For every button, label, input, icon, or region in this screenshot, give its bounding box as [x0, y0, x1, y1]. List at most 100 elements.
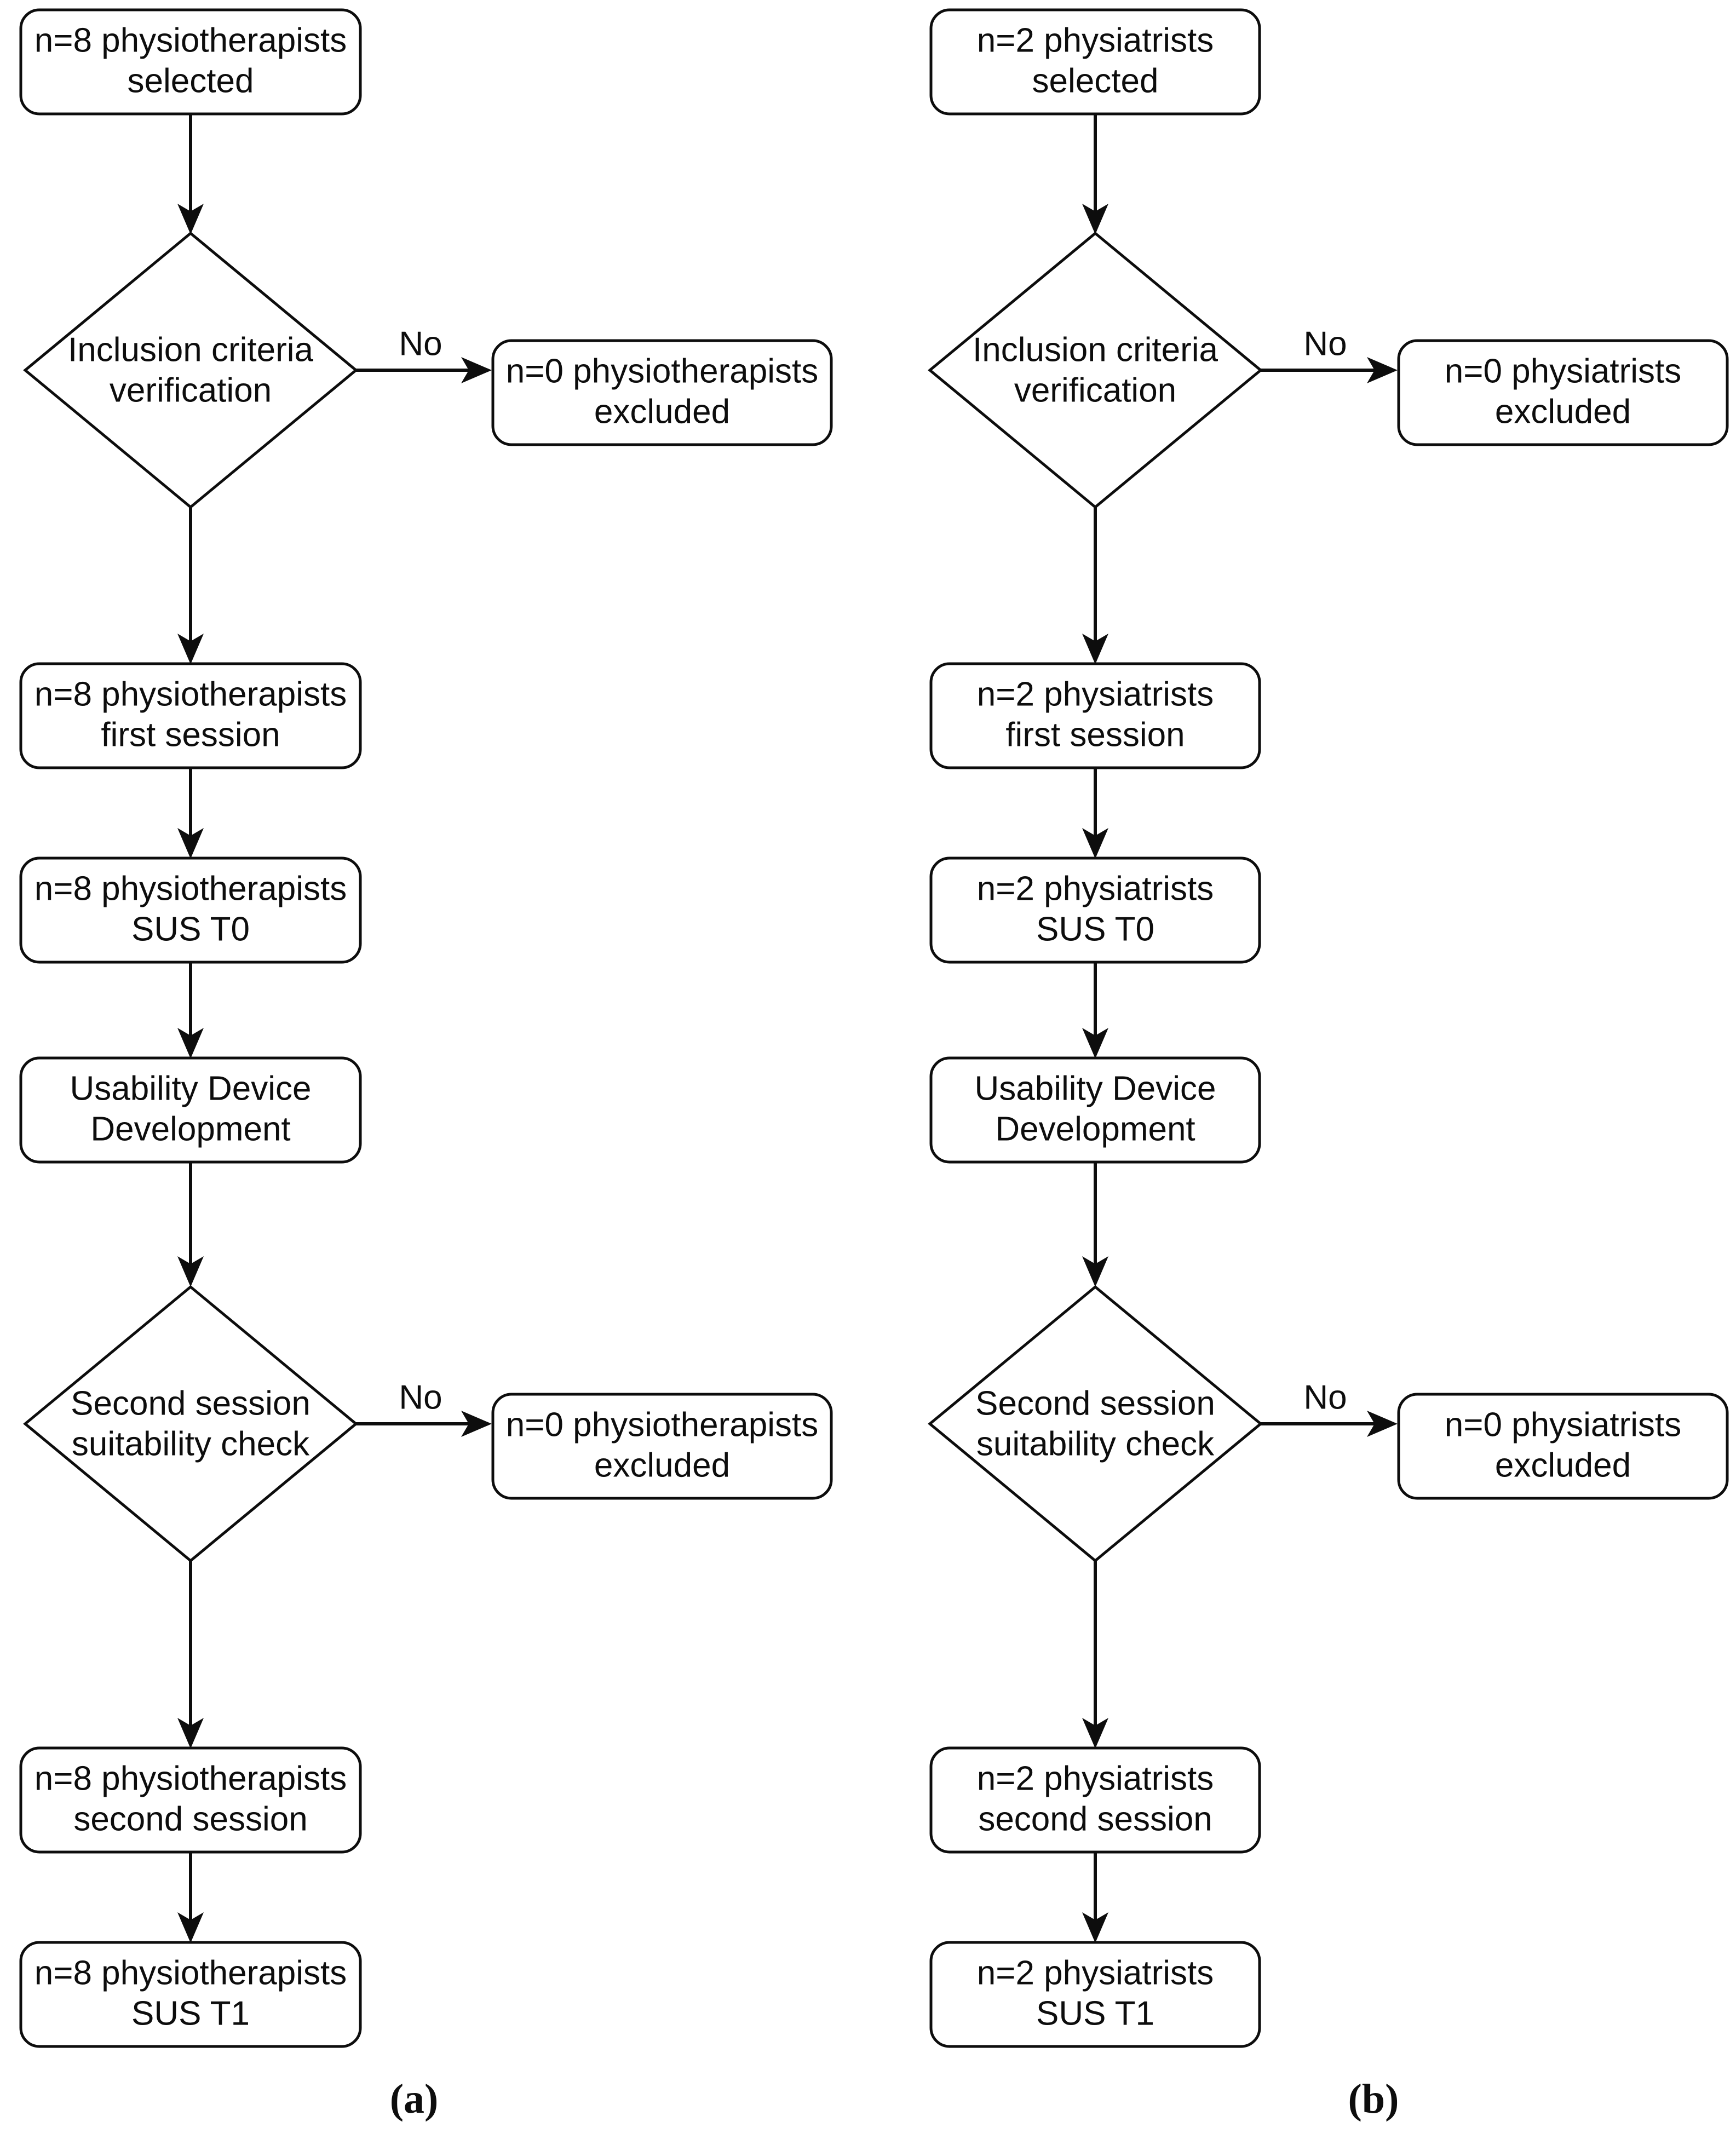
node-decision2-a: Second session suitability check: [23, 1285, 358, 1563]
arrowhead-first-session-to-sus-t0-b: [1082, 828, 1108, 859]
node-decision1-a-line1: Inclusion criteria: [68, 331, 313, 369]
node-sus-t0-a: n=8 physiotherapists SUS T0: [19, 856, 362, 964]
node-first-session-b-shape: [929, 662, 1261, 769]
node-development-a-shape: [19, 1056, 362, 1164]
arrowhead-decision2-to-second-session-b: [1082, 1718, 1108, 1749]
node-start-a-line1: n=8 physiotherapists: [35, 21, 347, 59]
node-development-b: Usability Device Development: [929, 1056, 1261, 1164]
node-decision2-b-line1: Second session: [975, 1384, 1215, 1422]
node-second-session-a: n=8 physiotherapists second session: [19, 1746, 362, 1854]
node-excluded2-a-line2: excluded: [594, 1446, 730, 1484]
node-sus-t0-a-line1: n=8 physiotherapists: [35, 870, 347, 907]
node-start-b-line2: selected: [1032, 62, 1159, 100]
node-decision2-a-line2: suitability check: [72, 1425, 310, 1463]
node-excluded2-b: n=0 physiatrists excluded: [1397, 1393, 1729, 1500]
node-excluded1-b: n=0 physiatrists excluded: [1397, 339, 1729, 446]
node-development-a-line1: Usability Device: [70, 1070, 311, 1107]
arrowhead-decision1-to-first-session: [177, 634, 204, 664]
node-first-session-a-line1: n=8 physiotherapists: [35, 675, 347, 713]
node-start-a: n=8 physiotherapists selected: [19, 8, 362, 116]
node-development-a: Usability Device Development: [19, 1056, 362, 1164]
panel-a-edges: [177, 112, 492, 1943]
node-first-session-b-line2: first session: [1005, 716, 1185, 754]
node-second-session-b: n=2 physiatrists second session: [929, 1746, 1261, 1854]
node-second-session-a-shape: [19, 1746, 362, 1854]
arrowhead-decision2-to-excluded2: [461, 1411, 492, 1437]
node-first-session-a-line2: first session: [101, 716, 280, 754]
node-development-b-line2: Development: [995, 1110, 1195, 1148]
arrowhead-decision2-to-second-session: [177, 1718, 204, 1749]
arrowhead-sus-t0-to-development: [177, 1028, 204, 1059]
node-first-session-a-shape: [19, 662, 362, 769]
arrowhead-decision1-to-excluded1-b: [1367, 357, 1398, 383]
edge-label-decision1-no-a: No: [399, 325, 442, 363]
edge-label-decision2-no-a: No: [399, 1378, 442, 1416]
node-excluded1-a: n=0 physiotherapists excluded: [491, 339, 833, 446]
node-excluded1-a-shape: [491, 339, 833, 446]
node-start-a-shape: [19, 8, 362, 116]
node-excluded1-b-shape: [1397, 339, 1729, 446]
node-excluded2-b-line2: excluded: [1495, 1446, 1631, 1484]
subfigure-caption-b: (b): [1348, 2076, 1399, 2122]
node-sus-t1-b-line1: n=2 physiatrists: [977, 1954, 1214, 1992]
node-decision2-a-line1: Second session: [71, 1384, 311, 1422]
subfigure-caption-a: (a): [389, 2076, 439, 2122]
node-decision1-a: Inclusion criteria verification: [23, 231, 358, 509]
arrowhead-decision1-to-first-session-b: [1082, 634, 1108, 664]
arrowhead-sus-t0-to-development-b: [1082, 1028, 1108, 1059]
node-first-session-a: n=8 physiotherapists first session: [19, 662, 362, 769]
panel-b: n=2 physiatrists selected Inclusion crit…: [928, 8, 1729, 2048]
node-second-session-b-shape: [929, 1746, 1261, 1854]
node-second-session-b-line1: n=2 physiatrists: [977, 1760, 1214, 1797]
node-excluded1-b-line1: n=0 physiatrists: [1445, 352, 1682, 390]
node-decision2-b-shape: [928, 1285, 1263, 1563]
panel-b-edges: [1082, 112, 1398, 1943]
node-first-session-b-line1: n=2 physiatrists: [977, 675, 1214, 713]
node-decision1-a-line2: verification: [110, 371, 272, 409]
arrowhead-start-to-decision1: [177, 204, 204, 234]
node-excluded2-a-line1: n=0 physiotherapists: [506, 1406, 818, 1444]
node-sus-t1-a-shape: [19, 1941, 362, 2048]
node-start-b: n=2 physiatrists selected: [929, 8, 1261, 116]
arrowhead-development-to-decision2: [177, 1256, 204, 1287]
arrowhead-second-session-to-sus-t1-b: [1082, 1912, 1108, 1943]
edge-label-decision2-no-b: No: [1303, 1378, 1347, 1416]
node-excluded1-b-line2: excluded: [1495, 393, 1631, 430]
node-decision1-b-line1: Inclusion criteria: [973, 331, 1218, 369]
node-sus-t1-b-shape: [929, 1941, 1261, 2048]
arrowhead-development-to-decision2-b: [1082, 1256, 1108, 1287]
node-excluded1-a-line2: excluded: [594, 393, 730, 430]
arrowhead-start-to-decision1-b: [1082, 204, 1108, 234]
node-second-session-b-line2: second session: [978, 1800, 1212, 1838]
node-decision2-b: Second session suitability check: [928, 1285, 1263, 1563]
node-excluded1-a-line1: n=0 physiotherapists: [506, 352, 818, 390]
node-development-b-shape: [929, 1056, 1261, 1164]
arrowhead-decision1-to-excluded1: [461, 357, 492, 383]
node-decision1-a-shape: [23, 231, 358, 509]
node-sus-t0-a-line2: SUS T0: [131, 910, 250, 948]
node-sus-t0-b-line1: n=2 physiatrists: [977, 870, 1214, 907]
node-sus-t1-b-line2: SUS T1: [1036, 1994, 1154, 2032]
node-sus-t0-a-shape: [19, 856, 362, 964]
node-start-a-line2: selected: [128, 62, 254, 100]
arrowhead-decision2-to-excluded2-b: [1367, 1411, 1398, 1437]
node-start-b-line1: n=2 physiatrists: [977, 21, 1214, 59]
node-decision1-b-line2: verification: [1014, 371, 1176, 409]
node-excluded2-b-line1: n=0 physiatrists: [1445, 1406, 1682, 1444]
arrowhead-second-session-to-sus-t1: [177, 1912, 204, 1943]
node-sus-t1-a: n=8 physiotherapists SUS T1: [19, 1941, 362, 2048]
node-sus-t0-b-shape: [929, 856, 1261, 964]
node-excluded2-a-shape: [491, 1393, 833, 1500]
node-sus-t0-b: n=2 physiatrists SUS T0: [929, 856, 1261, 964]
node-excluded2-a: n=0 physiotherapists excluded: [491, 1393, 833, 1500]
node-second-session-a-line2: second session: [73, 1800, 307, 1838]
node-start-b-shape: [929, 8, 1261, 116]
arrowhead-first-session-to-sus-t0: [177, 828, 204, 859]
node-sus-t1-b: n=2 physiatrists SUS T1: [929, 1941, 1261, 2048]
node-development-b-line1: Usability Device: [974, 1070, 1216, 1107]
node-development-a-line2: Development: [90, 1110, 290, 1148]
node-first-session-b: n=2 physiatrists first session: [929, 662, 1261, 769]
node-decision1-b-shape: [928, 231, 1263, 509]
